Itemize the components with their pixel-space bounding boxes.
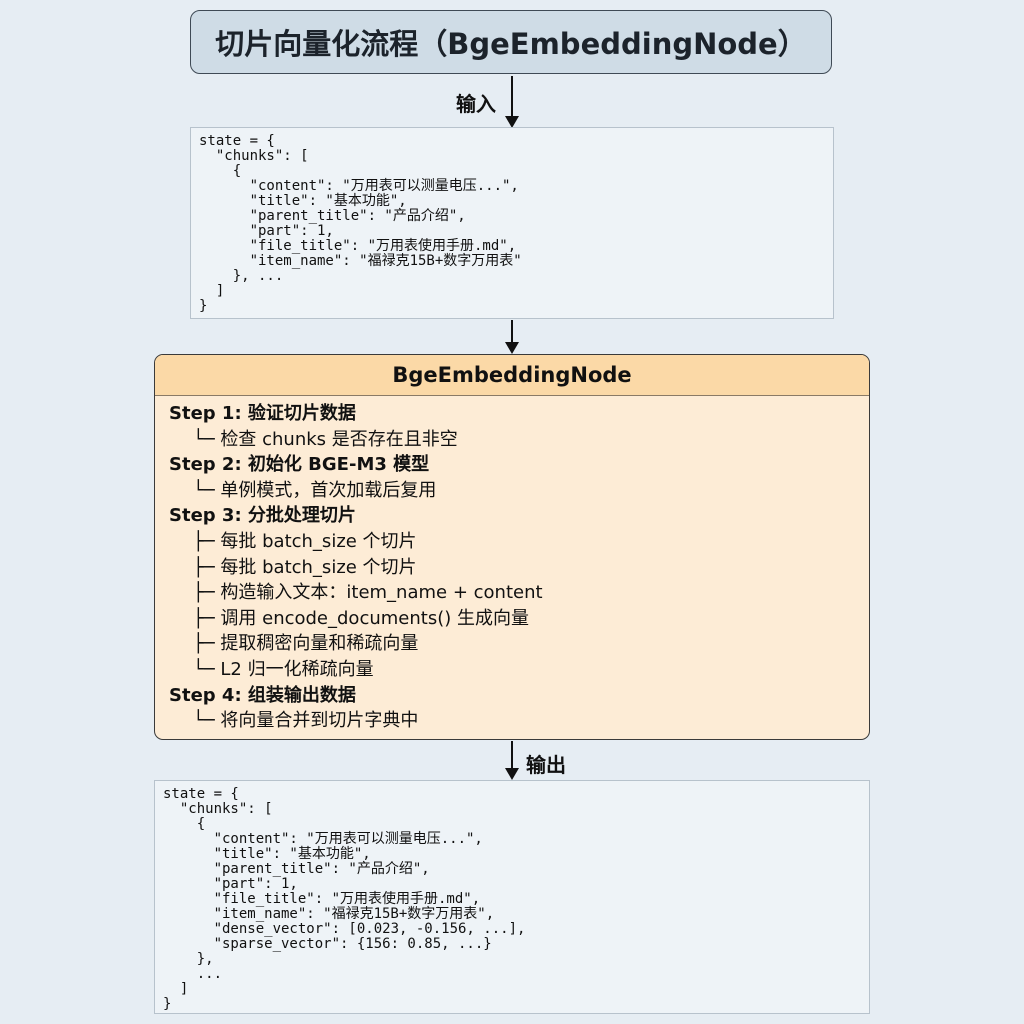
input-label: 输入 bbox=[456, 92, 496, 116]
step-title: Step 1: 验证切片数据 bbox=[169, 403, 356, 424]
step-title: Step 4: 组装输出数据 bbox=[169, 684, 356, 706]
diagram-title: 切片向量化流程（BgeEmbeddingNode） bbox=[190, 10, 832, 74]
input-arrow bbox=[505, 76, 519, 128]
step-title: Step 2: 初始化 BGE-M3 模型 bbox=[169, 454, 430, 476]
step-detail: └─ 将向量合并到切片字典中 bbox=[193, 710, 419, 732]
embedding-node-box: BgeEmbeddingNode Step 1: 验证切片数据 └─ 检查 chu… bbox=[154, 354, 870, 740]
input-state-code: state = { "chunks": [ { "content": "万用表可… bbox=[190, 127, 834, 319]
output-state-code: state = { "chunks": [ { "content": "万用表可… bbox=[154, 780, 870, 1014]
node-title: BgeEmbeddingNode bbox=[155, 355, 869, 396]
step-detail: ├─ 构造输入文本：item_name + content bbox=[193, 582, 543, 604]
node-steps: Step 1: 验证切片数据 └─ 检查 chunks 是否存在且非空 Step 2… bbox=[155, 396, 869, 739]
output-arrow bbox=[505, 741, 519, 780]
step-detail: └─ 单例模式，首次加载后复用 bbox=[193, 479, 437, 501]
step-detail: ├─ 提取稠密向量和稀疏向量 bbox=[193, 633, 419, 655]
output-label: 输出 bbox=[526, 753, 566, 777]
node-arrow bbox=[505, 320, 519, 354]
step-detail: └─ L2 归一化稀疏向量 bbox=[193, 658, 374, 680]
step-detail: ├─ 每批 batch_size 个切片 bbox=[193, 556, 417, 578]
step-detail: ├─ 每批 batch_size 个切片 bbox=[193, 530, 417, 552]
step-detail: ├─ 调用 encode_documents() 生成向量 bbox=[193, 607, 529, 629]
step-title: Step 3: 分批处理切片 bbox=[169, 505, 356, 527]
step-detail: └─ 检查 chunks 是否存在且非空 bbox=[193, 428, 458, 450]
